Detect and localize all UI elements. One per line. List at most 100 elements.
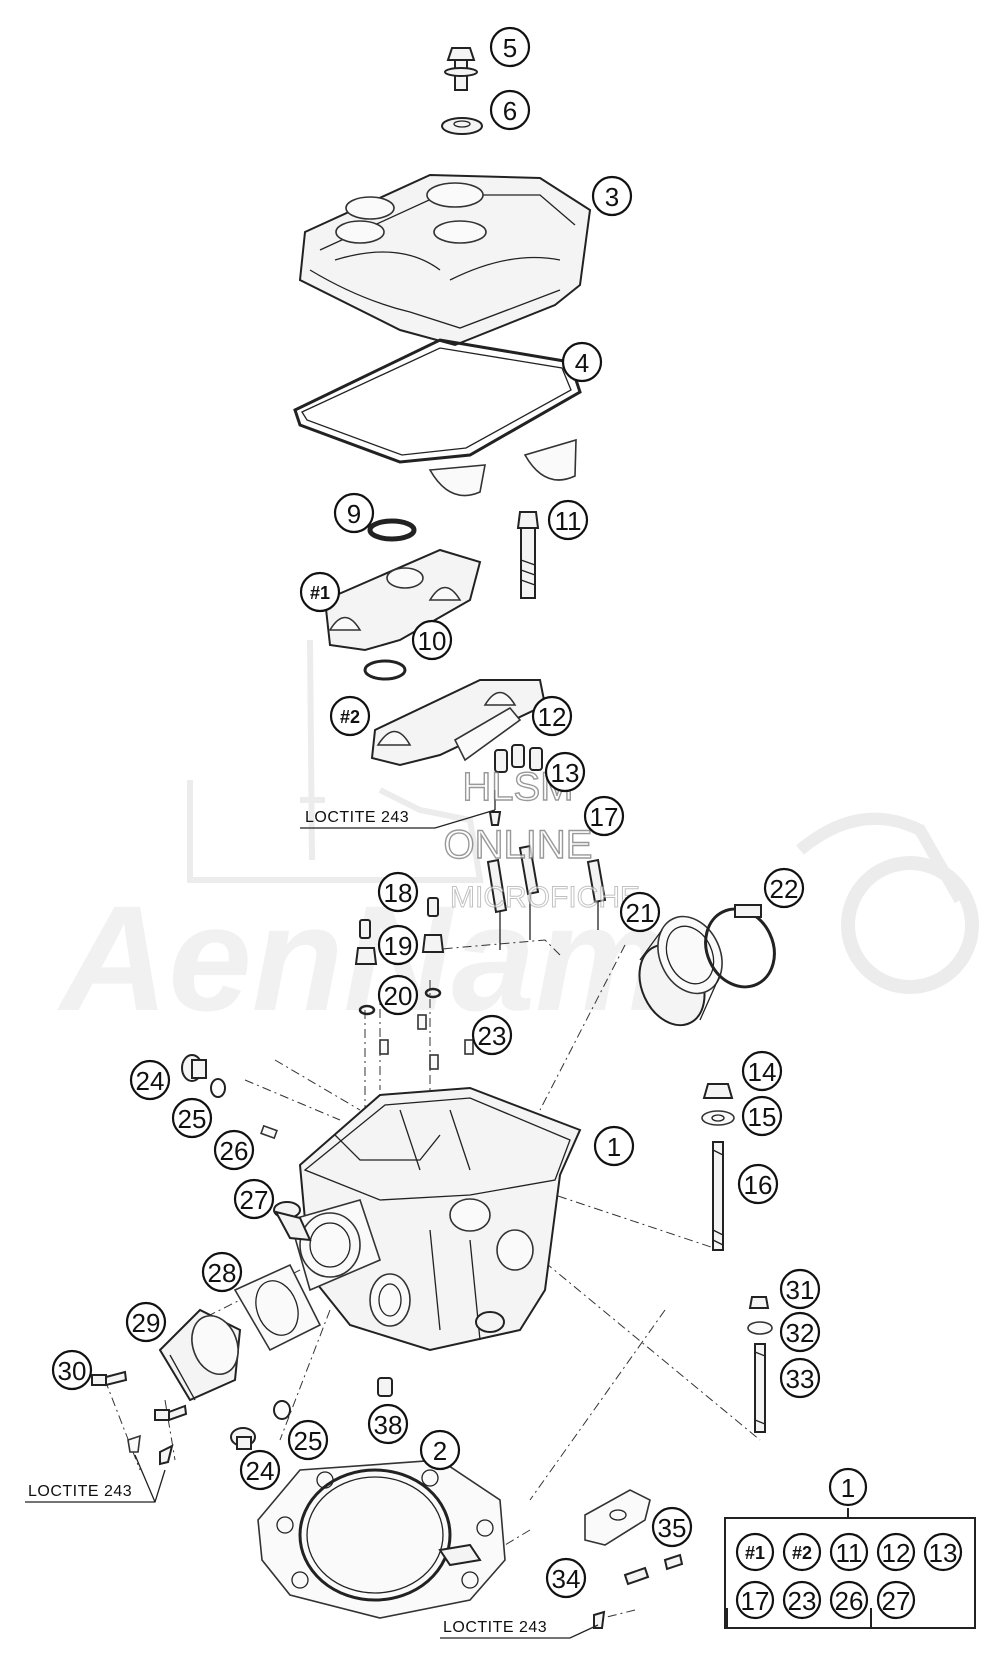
callout-circle: [367, 1403, 409, 1445]
callout-number: 4: [575, 348, 589, 378]
valve-cover-3: [298, 173, 592, 347]
callout-12: 12: [531, 695, 573, 737]
callout-circle: [829, 1532, 869, 1572]
cover-plate-34: [584, 1489, 651, 1546]
callout-19: 19: [377, 924, 419, 966]
callout-circle: [782, 1532, 822, 1572]
callout-number: 19: [384, 931, 413, 961]
callout-circle: [419, 1429, 461, 1471]
callout-circle: [591, 175, 633, 217]
callout-circle: [411, 619, 453, 661]
kit-item-callout: 11: [829, 1532, 869, 1572]
kit-box: [724, 1508, 976, 1629]
callout-circle: [531, 695, 573, 737]
loctite-note-upper: LOCTITE 243: [300, 809, 496, 829]
callout-31: 31: [779, 1268, 821, 1310]
callout-circle: [547, 499, 589, 541]
callout-circle: [201, 1251, 243, 1293]
callout-2: 2: [419, 1429, 461, 1471]
callout-circle: [544, 751, 586, 793]
callout-3: 3: [591, 175, 633, 217]
guide-pins-17: [486, 844, 607, 950]
callout-number: 34: [552, 1564, 581, 1594]
kit-item-callout: 26: [829, 1580, 869, 1620]
dowels-23: [379, 1014, 474, 1070]
gasket-28: [233, 1263, 322, 1352]
callout-17: 17: [583, 795, 625, 837]
callout-number: 26: [220, 1136, 249, 1166]
oring-10: [363, 659, 407, 681]
watermark-line-2: ONLINE: [444, 823, 593, 867]
callout-circle: [782, 1580, 822, 1620]
callout-number: #1: [745, 1543, 765, 1563]
callout-number: 12: [882, 1538, 911, 1568]
callout-number: #1: [310, 583, 330, 603]
callout-circle: [876, 1532, 916, 1572]
callout-circle: [828, 1467, 868, 1507]
oring-25-upper: [210, 1078, 226, 1098]
loctite-label: LOCTITE 243: [443, 1619, 547, 1636]
plug-38: [377, 1377, 393, 1397]
nuts-19: [354, 934, 445, 965]
callout-circle: [333, 492, 375, 534]
callout-circle: [213, 1129, 255, 1171]
clamp-22: [704, 904, 776, 989]
callout-32: 32: [779, 1311, 821, 1353]
callout-circle: [377, 924, 419, 966]
callout-number: 25: [294, 1426, 323, 1456]
callout-number: 1: [841, 1473, 855, 1503]
callout-circle: [489, 26, 531, 68]
cam-bridge-1: [323, 548, 482, 652]
callout-circle: [829, 1580, 869, 1620]
callout-27: 27: [233, 1178, 275, 1220]
callout-28: 28: [201, 1251, 243, 1293]
callout-number: 32: [786, 1318, 815, 1348]
callout-5: 5: [489, 26, 531, 68]
callout-circle: [125, 1301, 167, 1343]
callout-number: 23: [788, 1586, 817, 1616]
washer-6: [441, 117, 483, 135]
gasket-4: [293, 338, 582, 497]
callout-24b: 24: [239, 1449, 281, 1491]
callout-circle: [735, 1580, 775, 1620]
callout-circle: [489, 89, 531, 131]
loctite-label: LOCTITE 243: [28, 1483, 132, 1500]
callout-number: 9: [347, 499, 361, 529]
cam-bridge-2: [370, 679, 547, 767]
callout-circle: [299, 571, 341, 613]
callout-circle: [735, 1532, 775, 1572]
watermark-text: HLSM ONLINE MICROFICHE: [443, 764, 641, 914]
kit-header-callout: 1: [828, 1467, 868, 1507]
callout-number: #2: [792, 1543, 812, 1563]
callout-number: 33: [786, 1364, 815, 1394]
bolts-30: [91, 1370, 188, 1466]
callout-circle: [741, 1050, 783, 1092]
kit-item-callout: 17: [735, 1580, 775, 1620]
oring-9: [367, 518, 417, 542]
loctite-label: LOCTITE 243: [305, 809, 409, 826]
callout-circle: [171, 1097, 213, 1139]
watermark-skyline-icon: [187, 639, 484, 883]
callout-circle: [619, 891, 661, 933]
callout-34: 34: [545, 1557, 587, 1599]
callout-number: 38: [374, 1410, 403, 1440]
callout-38: 38: [367, 1403, 409, 1445]
callout-circle: [377, 871, 419, 913]
callout-25b: 25: [287, 1419, 329, 1461]
callout-number: 17: [590, 802, 619, 832]
callout-circle: [593, 1125, 635, 1167]
callout-circle: [583, 795, 625, 837]
callout-number: 21: [626, 898, 655, 928]
callout-25a: 25: [171, 1097, 213, 1139]
callout-number: 20: [384, 981, 413, 1011]
callout-circle: [763, 867, 805, 909]
callout-1: 1: [593, 1125, 635, 1167]
callout-number: 24: [246, 1456, 275, 1486]
watermark-motorcycle-icon: [796, 812, 966, 903]
callout-number: 11: [555, 506, 582, 536]
callout-circle: [651, 1506, 693, 1548]
callout-22: 22: [763, 867, 805, 909]
